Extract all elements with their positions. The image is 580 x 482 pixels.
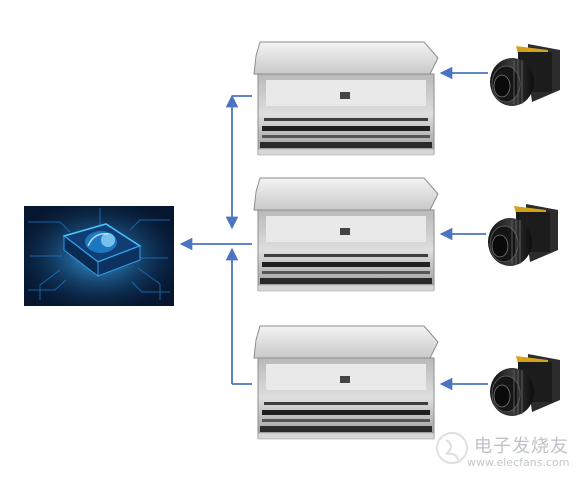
scanner-machine-image	[253, 325, 439, 440]
camera-2	[488, 204, 558, 266]
ai-chip-image	[24, 206, 174, 306]
scanner-machine-image	[253, 177, 439, 292]
watermark-url: www.elecfans.com	[467, 456, 570, 469]
camera-1	[490, 44, 560, 106]
connection-arrows	[179, 66, 488, 391]
scanner-machine-image	[253, 41, 439, 156]
scanner-machine-3	[253, 325, 439, 440]
industrial-camera-image	[488, 204, 558, 266]
watermark-text: 电子发烧友	[474, 436, 569, 457]
camera-3	[490, 354, 560, 416]
scanner-machine-1	[253, 41, 439, 156]
industrial-camera-image	[490, 44, 560, 106]
scanner-machine-2	[253, 177, 439, 292]
industrial-camera-image	[490, 354, 560, 416]
watermark-logo-icon	[436, 432, 468, 464]
